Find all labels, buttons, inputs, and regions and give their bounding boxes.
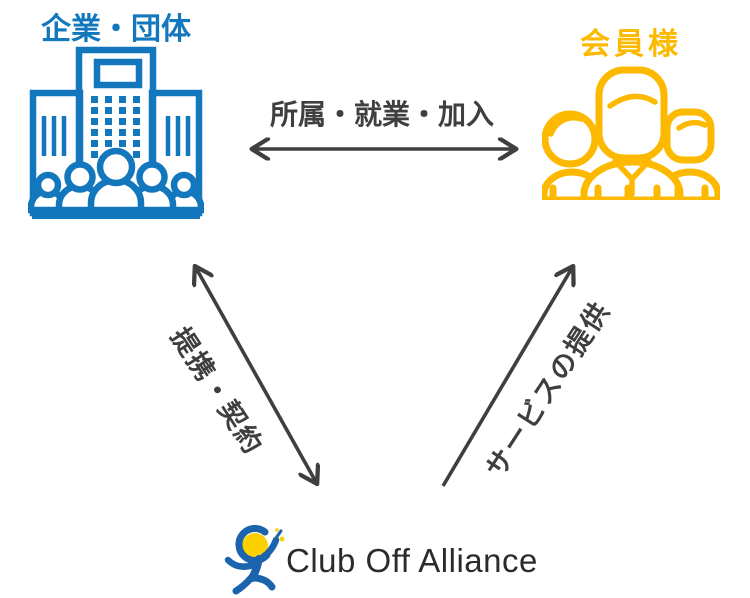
crowd (28, 147, 204, 214)
office-building-with-people-icon (28, 46, 204, 219)
family-members-icon (542, 66, 720, 200)
service-arrow (441, 268, 572, 487)
members-label: 会員様 (580, 28, 682, 61)
club-off-logo-text: Club Off Alliance (286, 542, 538, 579)
partnership-arrow (196, 268, 316, 482)
club-off-mascot-icon (224, 524, 285, 595)
affiliation-label: 所属・就業・加入 (269, 99, 494, 130)
member-man-large (580, 66, 684, 200)
companies-label: 企業・団体 (41, 13, 191, 46)
member-legs (549, 184, 709, 200)
